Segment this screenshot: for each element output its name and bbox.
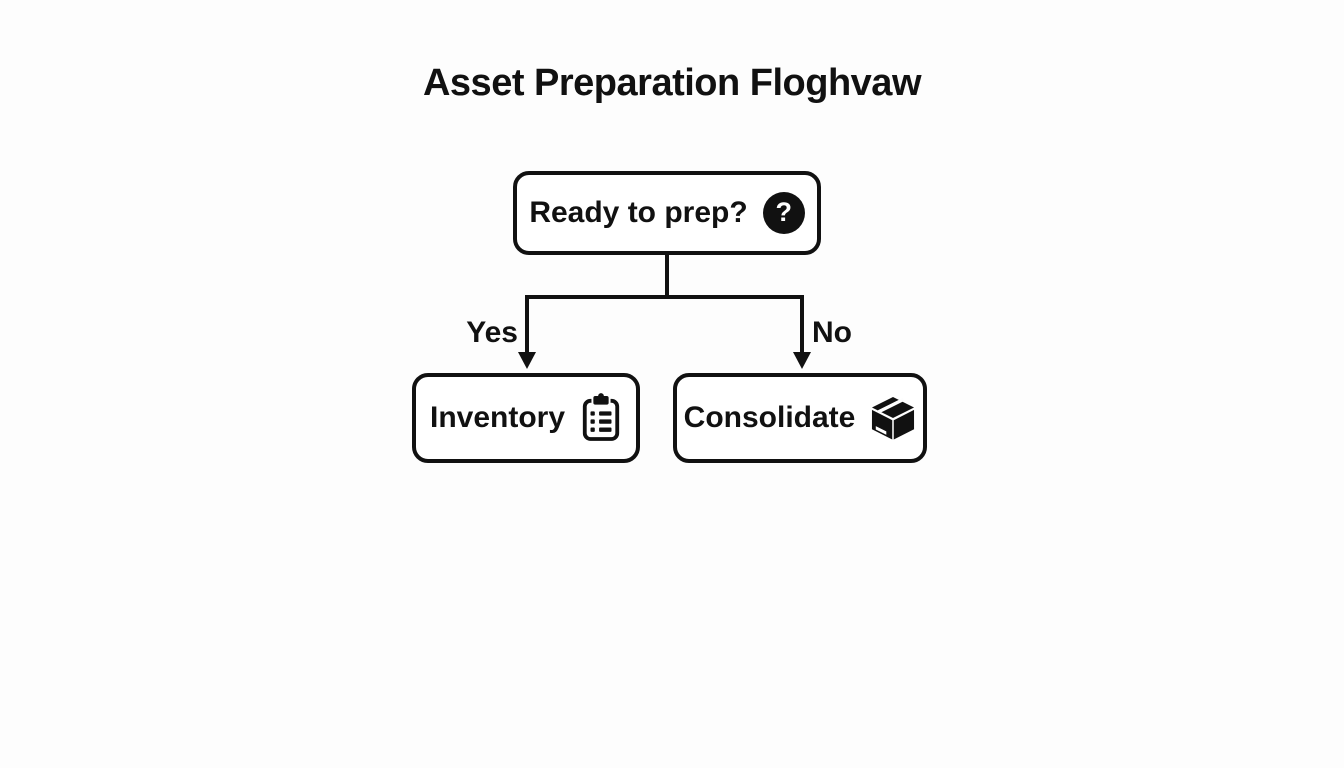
question-circle-icon: ?: [762, 192, 805, 234]
edge-label-no: No: [812, 316, 852, 349]
decision-node-ready-to-prep: Ready to prep? ?: [513, 171, 821, 255]
box-package-icon: [872, 396, 915, 440]
diagram-title: Asset Preparation Floghvaw: [422, 62, 922, 104]
inventory-label: Inventory: [429, 401, 566, 434]
node-consolidate: Consolidate: [673, 373, 927, 463]
decision-label: Ready to prep?: [529, 196, 748, 229]
consolidate-label: Consolidate: [683, 401, 856, 434]
node-inventory: Inventory: [412, 373, 640, 463]
clipboard-list-icon: [582, 393, 620, 441]
question-glyph: ?: [775, 196, 792, 227]
edge-label-yes: Yes: [466, 316, 518, 349]
